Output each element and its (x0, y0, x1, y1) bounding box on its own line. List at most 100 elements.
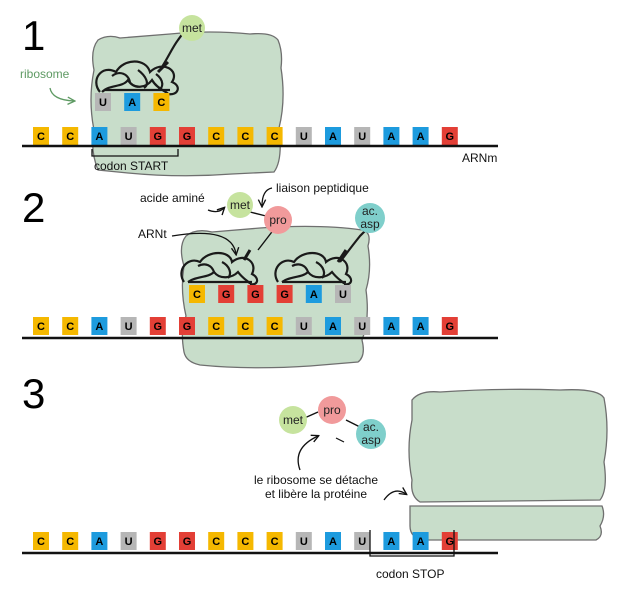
trna-step2-left (180, 249, 259, 286)
nucleotide-c-tile (208, 532, 225, 550)
nucleotide-u-letter: U (358, 131, 366, 143)
nucleotide-c: C (208, 127, 225, 145)
nucleotide-c-tile (33, 317, 49, 335)
anticodon-a-tile (305, 285, 322, 303)
anticodon-g-tile (247, 285, 264, 303)
nucleotide-g-letter: G (154, 321, 163, 333)
amino-acid-pro-step2 (264, 206, 292, 234)
nucleotide-c: C (208, 317, 225, 335)
anticodon-a-letter: A (310, 289, 318, 301)
nucleotide-c-letter: C (271, 536, 279, 548)
anticodon-u-letter: U (99, 97, 107, 109)
anticodon-c-tile (189, 285, 205, 303)
nucleotide-a-tile (325, 317, 341, 335)
nucleotide-a-letter: A (387, 131, 395, 143)
anticodon-a-tile (124, 93, 141, 111)
anticodon-g: G (218, 285, 235, 303)
nucleotide-a: A (412, 127, 429, 145)
nucleotide-c-letter: C (37, 131, 45, 143)
nucleotide-c: C (62, 317, 79, 335)
nucleotide-a-letter: A (387, 536, 395, 548)
nucleotide-a: A (91, 532, 108, 550)
nucleotide-a-tile (383, 317, 400, 335)
amino-acid-asp-step2 (355, 203, 385, 233)
nucleotide-c-tile (208, 317, 225, 335)
anticodon-g-letter: G (280, 289, 289, 301)
nucleotide-c-tile (33, 532, 49, 550)
nucleotide-c-tile (62, 532, 79, 550)
nucleotide-c-letter: C (212, 536, 220, 548)
anticodon-g-letter: G (222, 289, 231, 301)
nucleotide-c-tile (33, 127, 49, 145)
nucleotide-g: G (179, 127, 195, 145)
acide-amine-label: acide aminé (140, 191, 205, 205)
nucleotide-c: C (208, 532, 225, 550)
nucleotide-g: G (149, 127, 166, 145)
nucleotide-a-letter: A (329, 321, 337, 333)
nucleotide-c-letter: C (212, 131, 220, 143)
nucleotide-u-tile (295, 317, 312, 335)
nucleotide-c: C (237, 317, 254, 335)
nucleotide-g: G (149, 317, 166, 335)
anticodon-u-tile (95, 93, 111, 111)
nucleotide-c: C (237, 532, 254, 550)
nucleotide-c: C (33, 317, 49, 335)
ribosome-arrow (49, 87, 74, 101)
anticodon-a: A (124, 93, 141, 111)
nucleotide-c-letter: C (66, 131, 74, 143)
nucleotide-c: C (62, 532, 79, 550)
nucleotide-g-tile (441, 127, 458, 145)
nucleotide-a: A (383, 532, 400, 550)
anticodon-c: C (153, 93, 170, 111)
nucleotide-a-letter: A (329, 536, 337, 548)
nucleotide-c-letter: C (241, 536, 249, 548)
met-label-step1: met (182, 21, 203, 35)
nucleotide-a-letter: A (95, 131, 103, 143)
codon-stop-label: codon STOP (376, 567, 444, 581)
anticodon-c-letter: C (193, 289, 201, 301)
nucleotide-c-tile (237, 317, 254, 335)
protein-tick (335, 437, 345, 443)
anticodon-u-letter: U (339, 289, 347, 301)
nucleotide-u-letter: U (358, 321, 366, 333)
nucleotide-a-tile (412, 317, 429, 335)
nucleotide-u-tile (354, 532, 371, 550)
nucleotide-c: C (33, 532, 49, 550)
nucleotide-u-tile (295, 127, 312, 145)
ribosome-label: ribosome (20, 67, 70, 81)
nucleotide-a: A (325, 532, 341, 550)
codon-stop-bracket (369, 530, 455, 557)
nucleotide-u: U (120, 317, 137, 335)
release-arrow (297, 436, 318, 471)
asp-label-line2-step3: asp (361, 433, 381, 447)
anticodon-a-letter: A (128, 97, 136, 109)
nucleotide-c-letter: C (66, 536, 74, 548)
nucleotide-c-letter: C (37, 321, 45, 333)
nucleotide-a: A (412, 532, 429, 550)
nucleotide-g: G (441, 127, 458, 145)
nucleotide-a-letter: A (417, 321, 425, 333)
nucleotide-g-tile (179, 532, 195, 550)
nucleotide-g-letter: G (154, 131, 163, 143)
nucleotide-g-tile (179, 317, 195, 335)
nucleotide-g-letter: G (154, 536, 163, 548)
anticodon-u: U (95, 93, 111, 111)
nucleotide-g-letter: G (183, 131, 192, 143)
nucleotide-u-tile (354, 317, 371, 335)
nucleotide-u: U (120, 127, 137, 145)
nucleotide-a: A (91, 127, 108, 145)
liaison-arrow (262, 187, 273, 206)
met-label-step2: met (230, 198, 251, 212)
anticodon-g: G (276, 285, 293, 303)
nucleotide-u-letter: U (125, 536, 133, 548)
anticodon-c-tile (153, 93, 170, 111)
nucleotide-c: C (62, 127, 79, 145)
nucleotide-u: U (295, 127, 312, 145)
nucleotide-a-tile (383, 127, 400, 145)
met-label-step3: met (283, 413, 304, 427)
nucleotide-c: C (237, 127, 254, 145)
